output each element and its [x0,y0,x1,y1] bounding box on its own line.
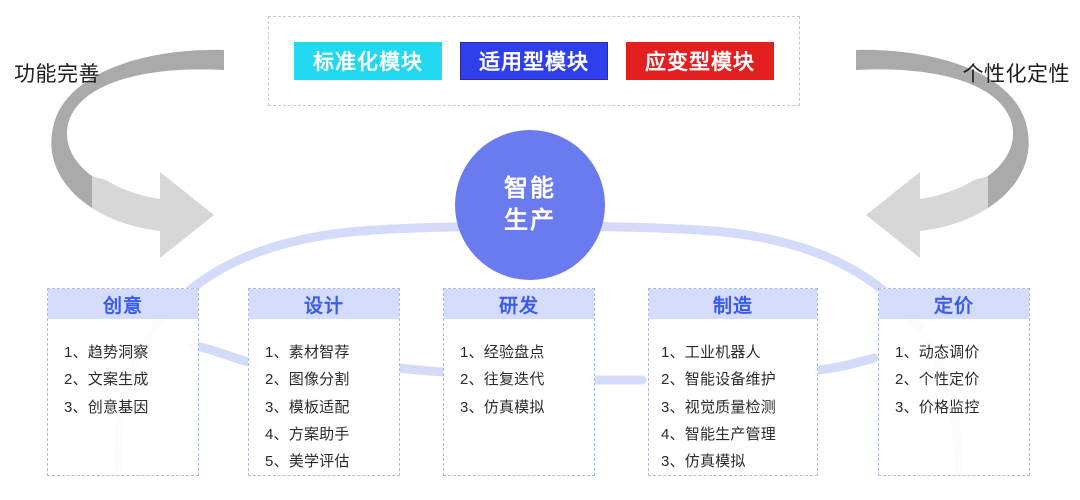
stage-item: 1、经验盘点 [460,344,545,361]
stage-item: 5、美学评估 [265,453,350,471]
stage-item-list: 1、工业机器人 2、智能设备维护 3、视觉质量检测 4、智能生产管理 3、仿真模拟 [649,319,817,475]
connector-4 [813,353,879,375]
stage-box-定价[interactable]: 定价 1、动态调价 2、个性定价 3、价格监控 [878,288,1030,476]
legend-chip-label: 适用型模块 [479,51,589,74]
stage-box-研发[interactable]: 研发 1、经验盘点 2、往复迭代 3、仿真模拟 [443,288,595,476]
legend-chip-label: 标准化模块 [313,51,423,74]
stage-item: 2、文案生成 [64,371,149,389]
stage-item: 1、工业机器人 [661,344,761,361]
left-axis-caption: 功能完善 [14,63,100,86]
legend-chip-2: 应变型模块 [626,42,774,80]
stage-item: 3、创意基因 [64,398,149,416]
stage-item: 2、往复迭代 [460,371,545,389]
stage-box-设计[interactable]: 设计 1、素材智荐 2、图像分割 3、模板适配 4、方案助手 5、美学评估 [248,288,400,476]
legend-chip-0: 标准化模块 [294,42,442,80]
center-node-smart-production: 智能 生产 [455,130,605,280]
stage-title: 定价 [879,289,1029,319]
stage-box-创意[interactable]: 创意 1、趋势洞察 2、文案生成 3、创意基因 [47,288,199,476]
legend-chip-1: 适用型模块 [460,42,608,80]
stage-box-制造[interactable]: 制造 1、工业机器人 2、智能设备维护 3、视觉质量检测 4、智能生产管理 3、仿真模拟 [648,288,818,476]
legend-chip-label: 应变型模块 [645,51,755,74]
right-curved-arrow [856,49,1029,258]
stage-boxes-row: 创意 1、趋势洞察 2、文案生成 3、创意基因 设计 1、素材智荐 2、图像分割 3、模板适配… [0,288,1080,480]
module-legend: 标准化模块 适用型模块 应变型模块 [268,16,800,106]
stage-item: 2、图像分割 [265,371,350,389]
center-label-line2: 生产 [504,207,556,234]
stage-item-list: 1、经验盘点 2、往复迭代 3、仿真模拟 [444,319,594,421]
center-label-line1: 智能 [504,174,556,202]
stage-item: 1、动态调价 [895,344,980,361]
stage-item-list: 1、趋势洞察 2、文案生成 3、创意基因 [48,319,198,421]
stage-item: 2、智能设备维护 [661,371,776,389]
stage-item: 4、智能生产管理 [661,425,776,443]
right-axis-caption: 个性化定性 [962,63,1070,86]
stage-title: 制造 [649,289,817,319]
stage-item-list: 1、动态调价 2、个性定价 3、价格监控 [879,319,1029,421]
stage-item: 1、素材智荐 [265,344,350,361]
stage-item-list: 1、素材智荐 2、图像分割 3、模板适配 4、方案助手 5、美学评估 [249,319,399,475]
stage-title: 创意 [48,289,198,319]
stage-title: 研发 [444,289,594,319]
stage-title: 设计 [249,289,399,319]
connector-2 [393,363,449,377]
stage-item: 3、仿真模拟 [460,398,545,416]
stage-item: 2、个性定价 [895,371,980,389]
left-curved-arrow [51,49,224,258]
stage-item: 3、价格监控 [895,398,980,416]
stage-item: 3、仿真模拟 [661,453,746,471]
stage-item: 1、趋势洞察 [64,344,149,361]
stage-item: 3、视觉质量检测 [661,398,776,416]
stage-item: 4、方案助手 [265,425,350,443]
stage-item: 3、模板适配 [265,398,350,416]
